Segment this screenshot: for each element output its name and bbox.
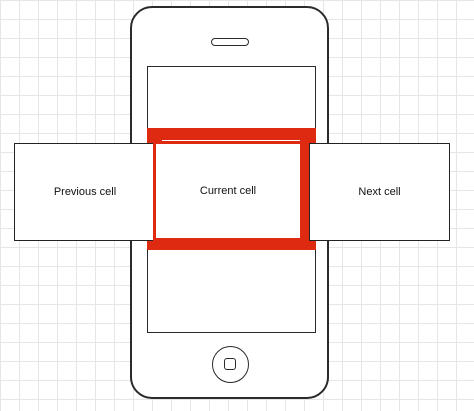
home-square-icon [224, 358, 236, 370]
home-button [212, 346, 249, 383]
previous-cell-label: Previous cell [53, 186, 117, 198]
next-cell: Next cell [309, 143, 450, 241]
current-cell: Current cell [153, 141, 303, 241]
current-cell-label: Current cell [199, 185, 257, 197]
phone-speaker [211, 38, 249, 46]
next-cell-label: Next cell [358, 186, 401, 198]
previous-cell: Previous cell [14, 143, 156, 241]
